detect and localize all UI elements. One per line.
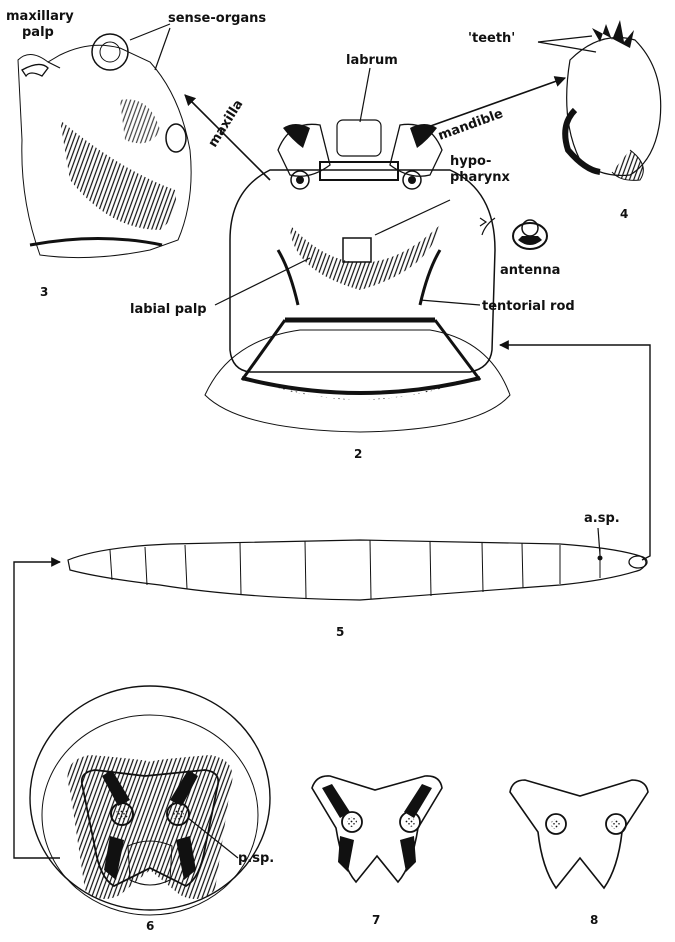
teeth-label: 'teeth' [468, 31, 515, 46]
maxillary-palp-label-line2: palp [22, 25, 54, 40]
leader-lines [14, 24, 650, 858]
figure-3-maxilla [18, 34, 191, 258]
figure-number-4: 4 [620, 207, 628, 221]
maxilla-label: maxilla [206, 97, 247, 150]
hypopharynx-label-line2: pharynx [450, 170, 510, 185]
labial-palp-label: labial palp [130, 302, 207, 317]
figure-7-spiracular-plate [312, 776, 442, 882]
labrum-shape [337, 120, 381, 156]
anterior-spiracle-label: a.sp. [584, 511, 620, 526]
figure-number-2: 2 [354, 447, 362, 461]
sense-organs-label: sense-organs [168, 11, 266, 26]
tentorial-rod-label: tentorial rod [482, 299, 575, 314]
antenna-label: antenna [500, 263, 560, 278]
figure-number-5: 5 [336, 625, 344, 639]
figure-4-mandible [565, 20, 660, 180]
figure-5-larva [68, 540, 647, 600]
figure-8-spiracular-plate [510, 780, 648, 888]
figure-number-7: 7 [372, 913, 380, 927]
anterior-spiracle-mark [598, 556, 603, 561]
teeth-shape [592, 20, 634, 48]
posterior-spiracle-label: p.sp. [238, 851, 274, 866]
hypopharynx-label-line1: hypo- [450, 154, 491, 169]
labrum-label: labrum [346, 53, 398, 68]
figure-number-8: 8 [590, 913, 598, 927]
maxillary-palp-label-line1: maxillary [6, 9, 74, 24]
antenna-detail [480, 218, 547, 249]
maxillary-palp-shape [92, 34, 128, 70]
text-labels: maxillary palp sense-organs labrum 'teet… [6, 9, 620, 866]
figure-number-3: 3 [40, 285, 48, 299]
figure-number-6: 6 [146, 919, 154, 933]
hypopharynx-shape [343, 238, 371, 262]
figure-6-posterior [30, 686, 270, 915]
